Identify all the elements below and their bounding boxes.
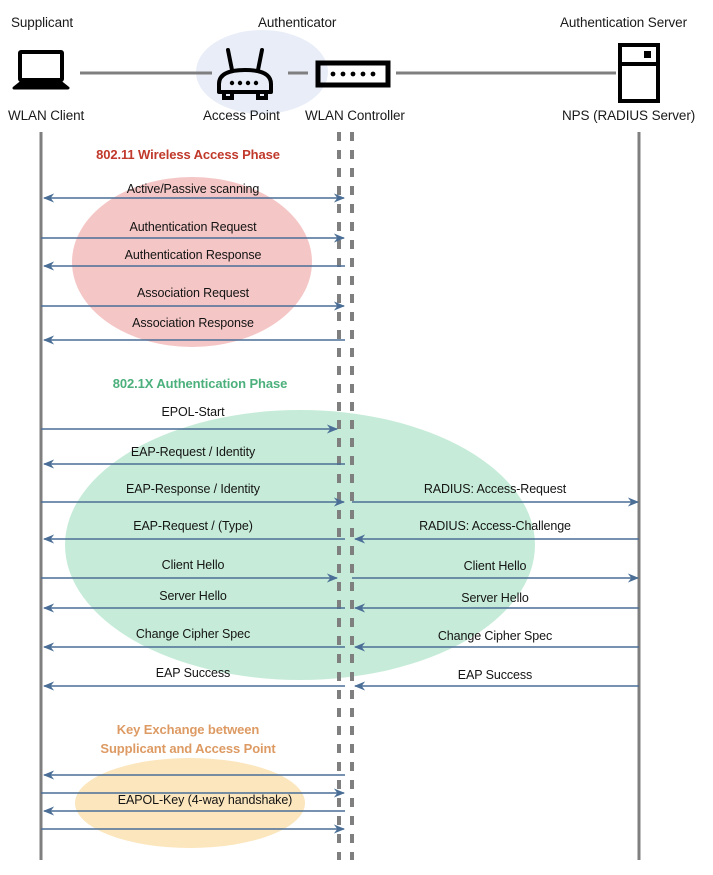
- msg-label-eap-response-identity: EAP-Response / Identity: [126, 482, 260, 496]
- msg-label-authentication-request: Authentication Request: [129, 220, 257, 234]
- msg-label-epol-start: EPOL-Start: [161, 405, 225, 419]
- msg-label-server-hello-right: Server Hello: [461, 591, 529, 605]
- actor-role-authenticator: Authenticator: [258, 15, 337, 30]
- msg-label-active-passive-scanning: Active/Passive scanning: [126, 182, 260, 196]
- actor-role-auth-server: Authentication Server: [560, 15, 687, 30]
- phase-label-key-exchange-line2: Supplicant and Access Point: [100, 741, 276, 756]
- actor-device-nps-radius-server: NPS (RADIUS Server): [562, 108, 696, 123]
- laptop-icon: [12, 50, 70, 90]
- msg-label-radius-access-request: RADIUS: Access-Request: [423, 482, 567, 496]
- phase-label-80211: 802.11 Wireless Access Phase: [96, 147, 280, 162]
- msg-label-eap-request-identity: EAP-Request / Identity: [130, 445, 256, 459]
- actor-role-supplicant: Supplicant: [11, 15, 74, 30]
- msg-label-authentication-response: Authentication Response: [124, 248, 262, 262]
- msg-label-change-cipher-spec-right: Change Cipher Spec: [437, 629, 553, 643]
- actor-device-access-point: Access Point: [203, 108, 280, 123]
- msg-label-association-request: Association Request: [136, 286, 250, 300]
- lifelines: [39, 132, 641, 860]
- phase-80211-ellipse: [72, 177, 312, 347]
- wlan-controller-icon: [315, 60, 391, 88]
- phase-label-key-exchange-line1: Key Exchange between: [116, 722, 260, 737]
- message-arrows: [41, 193, 640, 834]
- phase-key-exchange-ellipse: [75, 758, 305, 848]
- actor-device-wlan-controller: WLAN Controller: [305, 108, 405, 123]
- msg-label-client-hello-right: Client Hello: [463, 559, 527, 573]
- msg-label-eap-request-type: EAP-Request / (Type): [133, 519, 253, 533]
- wireless-access-point-icon: [217, 48, 273, 100]
- msg-label-client-hello-left: Client Hello: [161, 558, 225, 572]
- phase-8021x-ellipse: [65, 410, 535, 680]
- msg-label-radius-access-challenge: RADIUS: Access-Challenge: [419, 519, 571, 533]
- server-icon: [618, 43, 660, 103]
- msg-label-change-cipher-spec-left: Change Cipher Spec: [135, 627, 251, 641]
- actor-device-wlan-client: WLAN Client: [8, 108, 85, 123]
- msg-label-eapol-key-4way-handshake: EAPOL-Key (4-way handshake): [117, 793, 293, 807]
- msg-label-eap-success-left: EAP Success: [155, 666, 231, 680]
- msg-label-eap-success-right: EAP Success: [457, 668, 533, 682]
- msg-label-association-response: Association Response: [132, 316, 254, 330]
- phase-label-8021x: 802.1X Authentication Phase: [112, 376, 288, 391]
- msg-label-server-hello-left: Server Hello: [159, 589, 227, 603]
